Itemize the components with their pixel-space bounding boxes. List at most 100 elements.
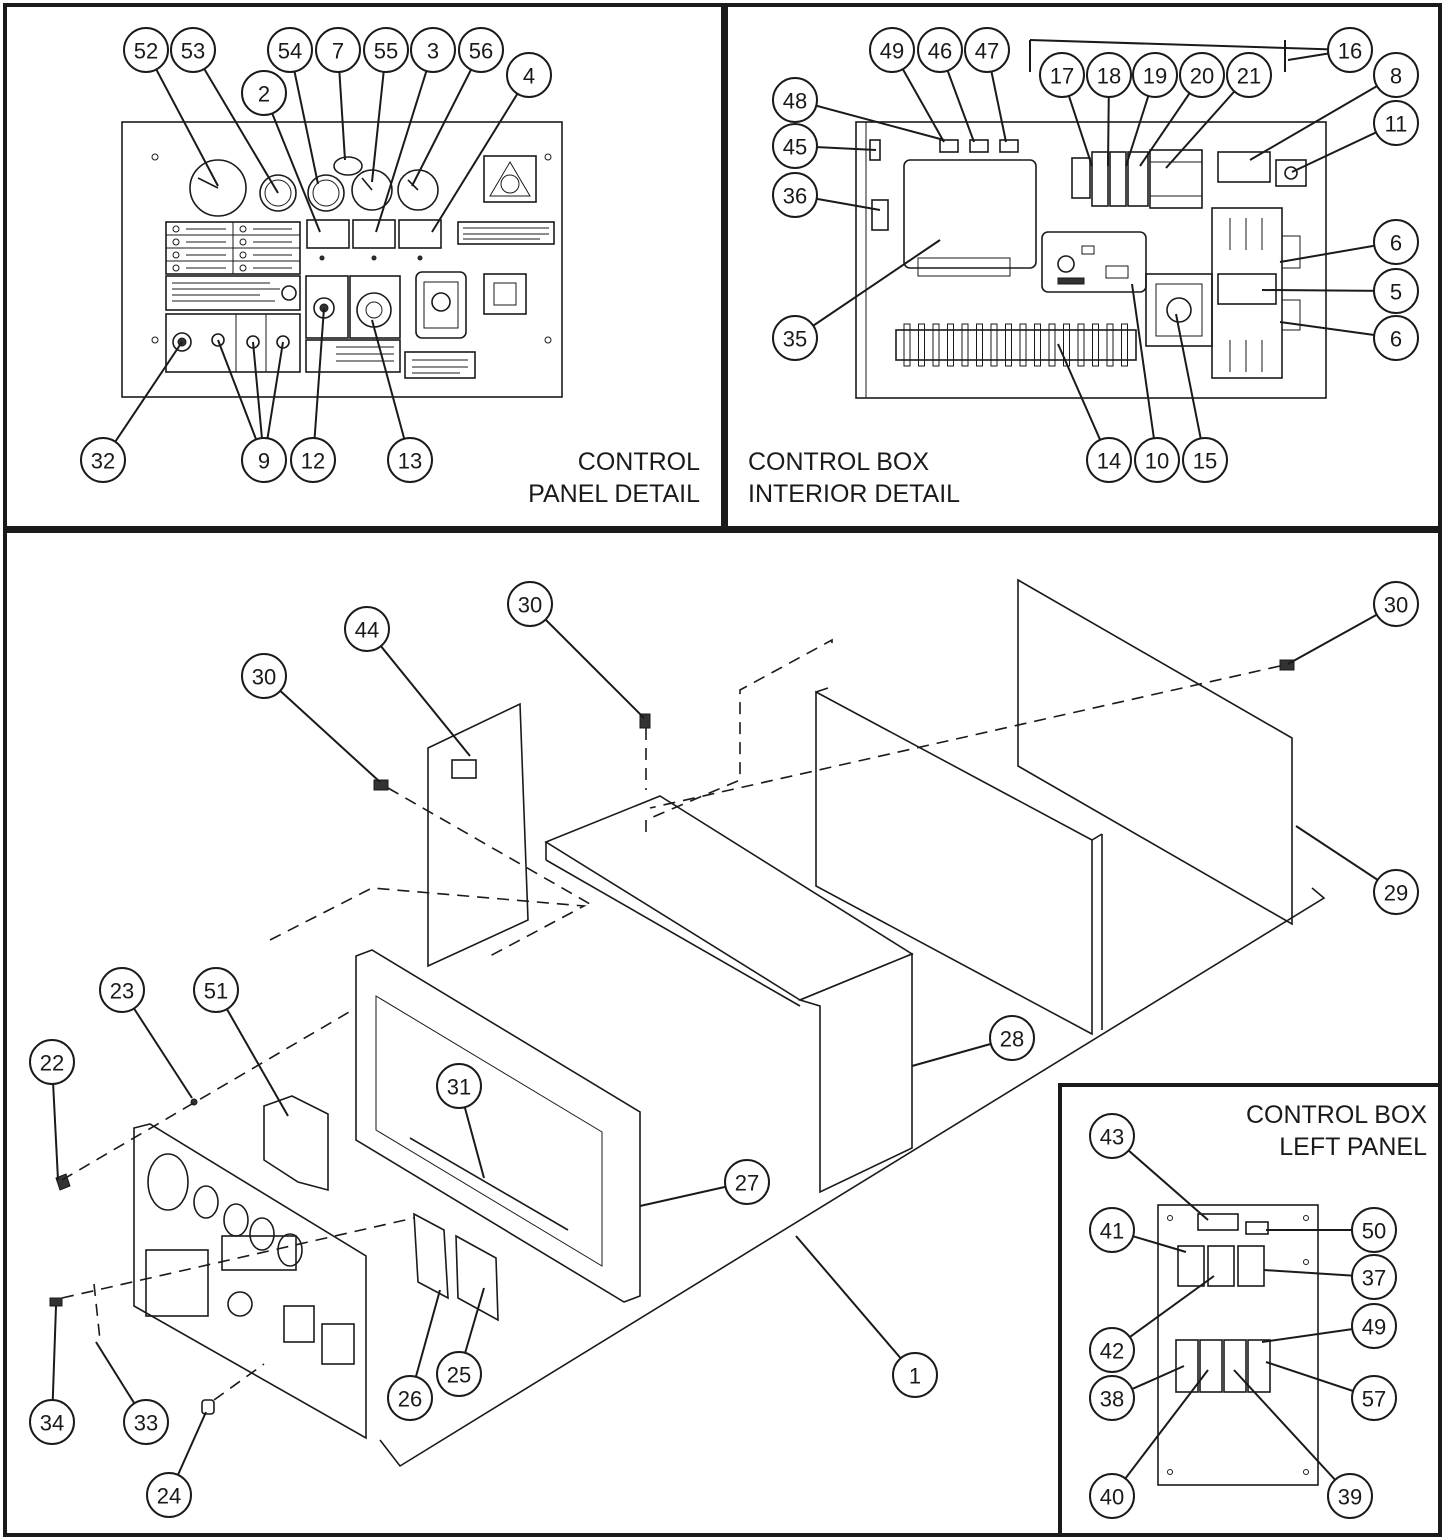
relay-57 (1247, 1339, 1271, 1393)
callout-circle (99, 967, 145, 1013)
callout-label: 24 (157, 1484, 181, 1509)
connector-50 (1245, 1221, 1269, 1235)
callout-label: 3 (427, 39, 439, 64)
leader-line-2 (263, 92, 321, 233)
callout-circle (123, 27, 169, 73)
callout-circle (1373, 581, 1419, 627)
callout-circle (772, 123, 818, 169)
leader-line-48 (794, 99, 945, 141)
callout-label: 17 (1050, 64, 1074, 89)
control-panel-title-line2: PANEL DETAIL (528, 480, 700, 508)
callout-label: 56 (469, 39, 493, 64)
callout-label: 33 (134, 1411, 158, 1436)
callout-bubble-52: 52 (123, 27, 169, 73)
callout-bubble-13: 13 (387, 437, 433, 483)
callout-bubble-54: 54 (267, 27, 313, 73)
callout-label: 52 (134, 39, 158, 64)
leader-line-53 (192, 49, 279, 194)
callout-label: 23 (110, 979, 134, 1004)
left-panel-plate (1157, 1204, 1319, 1486)
callout-label: 45 (783, 135, 807, 160)
callout-bubble-44: 44 (344, 606, 390, 652)
callout-bubble-49: 49 (869, 27, 915, 73)
callout-label: 11 (1385, 112, 1408, 137)
leader-line-56 (411, 49, 482, 187)
callout-bubble-24: 24 (146, 1472, 192, 1518)
callout-circle (123, 1399, 169, 1445)
callout-circle (1373, 869, 1419, 915)
callout-label: 30 (518, 593, 542, 618)
callout-circle (772, 315, 818, 361)
callout-label: 39 (1338, 1485, 1362, 1510)
leader-line-40 (1111, 1369, 1209, 1497)
meter-4 (398, 219, 442, 249)
callout-bubble-57: 57 (1351, 1375, 1397, 1421)
callout-bubble-5: 5 (1373, 268, 1419, 314)
tachometer-gauge (189, 159, 247, 217)
callout-circle (1373, 315, 1419, 361)
exploded-view-drawing (49, 578, 1326, 1468)
control-panel-drawing (121, 121, 563, 398)
relay-37 (1237, 1245, 1265, 1287)
callout-label: 6 (1390, 327, 1402, 352)
callout-bubble-27: 27 (724, 1159, 770, 1205)
gauge-53 (259, 174, 297, 212)
front-control-panel (133, 1123, 367, 1440)
callout-label: 49 (1362, 1315, 1386, 1340)
callout-circle (1373, 268, 1419, 314)
callout-circle (193, 967, 239, 1013)
callout-bubble-23: 23 (99, 967, 145, 1013)
callout-bubble-6: 6 (1373, 315, 1419, 361)
terminal-lug (976, 323, 983, 367)
callout-label: 4 (523, 64, 535, 89)
terminal-lug (947, 323, 954, 367)
callout-label: 51 (204, 979, 228, 1004)
screw-34 (49, 1297, 63, 1307)
section-titles: CONTROL PANEL DETAIL CONTROL BOX INTERIO… (528, 448, 1427, 1161)
relay-38 (1175, 1339, 1199, 1393)
callout-label: 54 (278, 39, 302, 64)
leader-line-1 (795, 1235, 916, 1376)
callout-bubble-30: 30 (507, 581, 553, 627)
callout-label: 53 (181, 39, 205, 64)
leader-line-35 (794, 239, 941, 339)
callout-circle (506, 52, 552, 98)
left-panel-title-line1: CONTROL BOX (1246, 1101, 1427, 1129)
leader-line-4 (431, 74, 530, 233)
callout-bubble-19: 19 (1132, 52, 1178, 98)
callout-label: 25 (447, 1363, 471, 1388)
callout-label: 49 (880, 39, 904, 64)
terminal-lug (1034, 323, 1041, 367)
callout-bubble-20: 20 (1179, 52, 1225, 98)
callout-bubble-2: 2 (241, 70, 287, 116)
callout-bubble-22: 22 (29, 1039, 75, 1085)
callout-circle (267, 27, 313, 73)
callout-bubble-48: 48 (772, 77, 818, 123)
callout-circle (315, 27, 361, 73)
callout-label: 15 (1193, 449, 1217, 474)
callout-circle (1132, 52, 1178, 98)
callout-bubble-39: 39 (1327, 1473, 1373, 1519)
notice-plate (457, 221, 555, 245)
callout-label: 12 (301, 449, 325, 474)
callout-label: 19 (1143, 64, 1167, 89)
controller-module (903, 159, 1037, 269)
callout-circle (241, 653, 287, 699)
brand-logo (483, 155, 537, 203)
terminal-lug (1019, 323, 1027, 367)
leader-line-51 (215, 989, 289, 1117)
callout-bubble-41: 41 (1089, 1207, 1135, 1253)
callout-label: 35 (783, 327, 807, 352)
callout-bubble-26: 26 (387, 1375, 433, 1421)
callout-label: 30 (1384, 593, 1408, 618)
callout-label: 40 (1100, 1485, 1124, 1510)
voltage-adjuster-panel (305, 275, 349, 339)
front-frame-27 (355, 949, 641, 1303)
fuse-holder-43 (1197, 1213, 1239, 1231)
bracket-51 (263, 1095, 329, 1192)
callout-circle (1226, 52, 1272, 98)
callout-circle (1373, 100, 1419, 146)
callout-circle (964, 27, 1010, 73)
leader-line-8 (1249, 74, 1397, 161)
callout-bubble-30: 30 (241, 653, 287, 699)
